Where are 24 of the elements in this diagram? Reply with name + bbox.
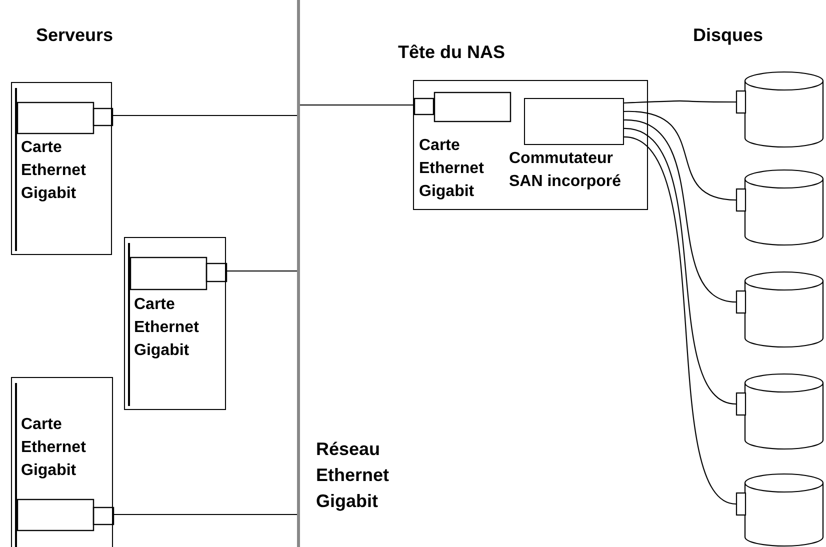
cable-line <box>622 100 736 104</box>
heading: Disques <box>693 24 764 47</box>
network-label: Réseau Ethernet Gigabit <box>316 438 390 513</box>
card-label: Carte Ethernet Gigabit <box>134 295 200 361</box>
card-label: Carte Ethernet Gigabit <box>419 136 485 202</box>
card-label: Carte Ethernet Gigabit <box>21 138 87 204</box>
nas-head-box <box>413 80 648 210</box>
cable-line <box>622 110 736 201</box>
cable-line <box>112 114 298 116</box>
server-box <box>11 82 112 255</box>
cable-line <box>622 119 736 303</box>
server-box <box>11 377 113 547</box>
cable-line <box>226 270 298 272</box>
heading: Tête du NAS <box>398 41 506 64</box>
cable-line <box>622 136 736 504</box>
card-label: Carte Ethernet Gigabit <box>21 415 87 481</box>
server-box <box>124 237 226 410</box>
cable-line <box>298 104 413 106</box>
cable-line <box>113 514 298 516</box>
heading: Serveurs <box>36 24 114 47</box>
switch-label: Commutateur SAN incorporé <box>509 149 622 192</box>
cable-line <box>622 128 736 405</box>
switch-box <box>524 98 624 145</box>
network-bus <box>297 0 300 547</box>
